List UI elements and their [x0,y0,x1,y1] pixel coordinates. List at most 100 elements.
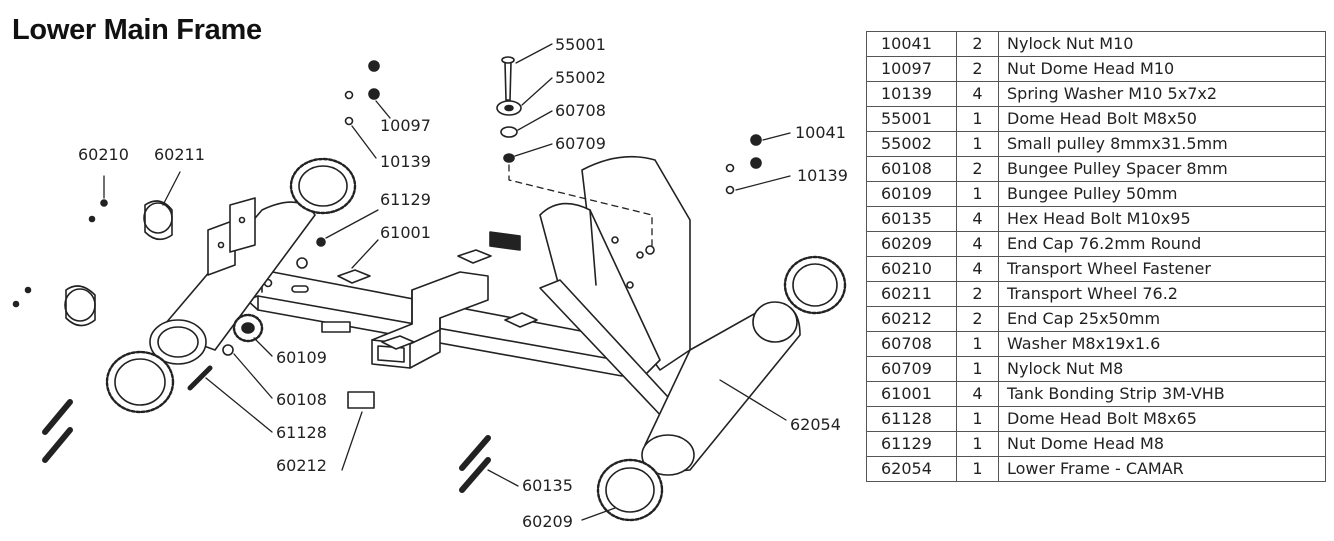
callout-61128: 61128 [276,423,327,442]
callout-10139-left: 10139 [380,152,431,171]
callout-62054: 62054 [790,415,841,434]
leader-lines [103,43,791,521]
part-number-cell: 60108 [866,156,957,182]
hardware [12,56,762,493]
quantity-cell: 2 [956,156,999,182]
quantity-cell: 1 [956,106,999,132]
description-cell: Hex Head Bolt M10x95 [998,206,1326,232]
description-cell: Spring Washer M10 5x7x2 [998,81,1326,107]
description-cell: Transport Wheel Fastener [998,256,1326,282]
description-cell: End Cap 76.2mm Round [998,231,1326,257]
part-number-cell: 10041 [866,31,957,57]
part-number-cell: 60709 [866,356,957,382]
exploded-diagram: 55001 55002 60708 60709 10097 10139 1004… [12,35,848,531]
part-number-cell: 60109 [866,181,957,207]
description-cell: Small pulley 8mmx31.5mm [998,131,1326,157]
quantity-cell: 1 [956,131,999,157]
description-cell: Dome Head Bolt M8x65 [998,406,1326,432]
part-number-cell: 60212 [866,306,957,332]
part-number-cell: 60211 [866,281,957,307]
description-cell: Bungee Pulley Spacer 8mm [998,156,1326,182]
callout-60211: 60211 [154,145,205,164]
quantity-cell: 1 [956,431,999,457]
quantity-cell: 2 [956,31,999,57]
callout-60212: 60212 [276,456,327,475]
callout-labels: 55001 55002 60708 60709 10097 10139 1004… [78,35,848,531]
quantity-cell: 2 [956,56,999,82]
description-cell: Nylock Nut M8 [998,356,1326,382]
callout-60108: 60108 [276,390,327,409]
transport-wheel-clamps [64,200,173,327]
quantity-cell: 1 [956,406,999,432]
callout-55002: 55002 [555,68,606,87]
quantity-cell: 1 [956,331,999,357]
description-cell: Nut Dome Head M10 [998,56,1326,82]
right-tube [641,301,801,476]
quantity-cell: 2 [956,306,999,332]
description-cell: Washer M8x19x1.6 [998,331,1326,357]
part-number-cell: 60209 [866,231,957,257]
callout-60109: 60109 [276,348,327,367]
description-cell: Bungee Pulley 50mm [998,181,1326,207]
description-cell: Nut Dome Head M8 [998,431,1326,457]
quantity-cell: 4 [956,256,999,282]
callout-60709: 60709 [555,134,606,153]
description-cell: End Cap 25x50mm [998,306,1326,332]
description-cell: Tank Bonding Strip 3M-VHB [998,381,1326,407]
part-number-cell: 55001 [866,106,957,132]
callout-10139-right: 10139 [797,166,848,185]
wheel-bottom-right [596,458,664,522]
quantity-cell: 4 [956,231,999,257]
part-number-cell: 60210 [866,256,957,282]
assembly-dashed-line [508,164,653,251]
quantity-cell: 1 [956,356,999,382]
callout-60209: 60209 [522,512,573,531]
wheel-bottom-left [105,350,175,414]
description-cell: Dome Head Bolt M8x50 [998,106,1326,132]
left-tube [149,197,316,365]
part-number-cell: 60135 [866,206,957,232]
callout-60210: 60210 [78,145,129,164]
part-number-cell: 55002 [866,131,957,157]
callout-60135: 60135 [522,476,573,495]
part-number-cell: 10139 [866,81,957,107]
page-title: Lower Main Frame [12,14,262,46]
quantity-cell: 2 [956,281,999,307]
right-plates [539,155,691,421]
description-cell: Transport Wheel 76.2 [998,281,1326,307]
callout-60708: 60708 [555,101,606,120]
description-cell: Nylock Nut M10 [998,31,1326,57]
callout-55001: 55001 [555,35,606,54]
quantity-cell: 1 [956,456,999,482]
quantity-cell: 4 [956,206,999,232]
part-number-cell: 60708 [866,331,957,357]
part-number-cell: 62054 [866,456,957,482]
callout-10041: 10041 [795,123,846,142]
wheel-top-left [289,157,357,215]
callout-61001: 61001 [380,223,431,242]
wheel-top-right [783,255,847,315]
description-cell: Lower Frame - CAMAR [998,456,1326,482]
part-number-cell: 61129 [866,431,957,457]
part-number-cell: 61128 [866,406,957,432]
quantity-cell: 4 [956,81,999,107]
callout-10097: 10097 [380,116,431,135]
part-number-cell: 61001 [866,381,957,407]
